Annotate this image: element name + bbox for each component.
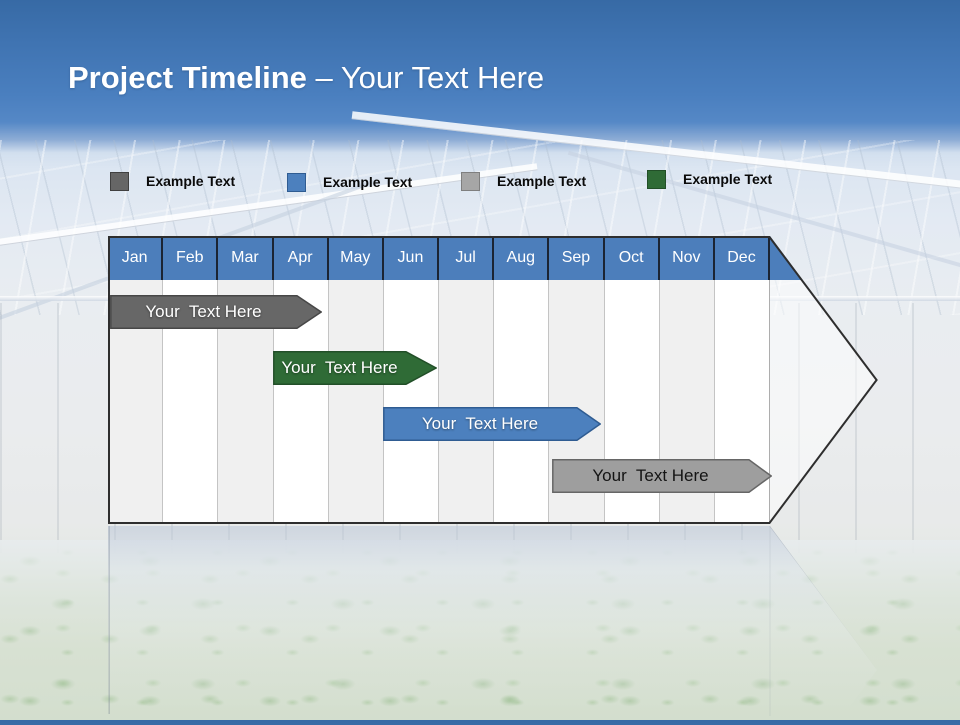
task-bar-arrow-path xyxy=(273,351,437,385)
task-bar-3[interactable]: Your Text Here xyxy=(383,407,601,441)
task-bar-arrow-shape xyxy=(552,459,772,493)
month-cell-jan[interactable]: Jan xyxy=(108,236,164,280)
slide-title-suffix: – Your Text Here xyxy=(306,60,545,95)
legend-swatch-icon xyxy=(110,172,129,191)
month-cell-sep[interactable]: Sep xyxy=(549,236,605,280)
legend-label: Example Text xyxy=(683,171,773,187)
task-bar-label: Your Text Here xyxy=(421,414,539,433)
grid-column-jun xyxy=(383,280,440,524)
grid-column-aug xyxy=(494,280,550,524)
slide-title-main: Project Timeline xyxy=(68,60,307,95)
task-bar-arrow-shape xyxy=(110,295,322,329)
task-bar-2[interactable]: Your Text Here xyxy=(273,351,437,385)
task-bar-label: Your Text Here xyxy=(145,302,262,321)
month-cell-nov[interactable]: Nov xyxy=(660,236,715,280)
grid-column-jul xyxy=(439,280,495,524)
arrow-tip-area xyxy=(770,280,877,524)
slide-title[interactable]: Project Timeline – Your Text Here xyxy=(68,58,544,98)
month-cell-dec[interactable]: Dec xyxy=(715,236,771,280)
timeline-reflection-lines xyxy=(108,526,877,716)
task-bar-arrow-path xyxy=(110,295,322,329)
month-cell-mar[interactable]: Mar xyxy=(218,236,274,280)
task-bar-4[interactable]: Your Text Here xyxy=(552,459,772,493)
legend-swatch-icon xyxy=(461,172,480,191)
task-bar-arrow-path xyxy=(383,407,601,441)
month-cell-feb[interactable]: Feb xyxy=(163,236,219,280)
task-bar-label: Your Text Here xyxy=(592,466,709,485)
month-cell-jul[interactable]: Jul xyxy=(439,236,495,280)
legend-swatch-icon xyxy=(287,173,306,192)
legend-item-1[interactable]: Example Text xyxy=(110,172,235,191)
month-cell-oct[interactable]: Oct xyxy=(605,236,660,280)
legend-label: Example Text xyxy=(497,173,587,189)
task-bar-arrow-path xyxy=(552,459,772,493)
task-bar-arrow-shape xyxy=(383,407,601,441)
timeline-reflection xyxy=(108,526,877,720)
month-cell-may[interactable]: May xyxy=(329,236,384,280)
legend-label: Example Text xyxy=(323,174,413,190)
legend-label: Example Text xyxy=(146,173,236,189)
task-bar-arrow-shape xyxy=(273,351,437,385)
month-cell-jun[interactable]: Jun xyxy=(384,236,440,280)
legend-swatch-icon xyxy=(647,170,666,189)
month-cell-aug[interactable]: Aug xyxy=(494,236,550,280)
task-bar-label: Your Text Here xyxy=(281,358,398,377)
legend-item-4[interactable]: Example Text xyxy=(647,170,772,189)
task-bar-1[interactable]: Your Text Here xyxy=(110,295,322,329)
grid-column-may xyxy=(328,280,384,524)
legend-item-2[interactable]: Example Text xyxy=(287,173,412,192)
legend-item-3[interactable]: Example Text xyxy=(461,172,586,191)
month-cell-apr[interactable]: Apr xyxy=(274,236,329,280)
